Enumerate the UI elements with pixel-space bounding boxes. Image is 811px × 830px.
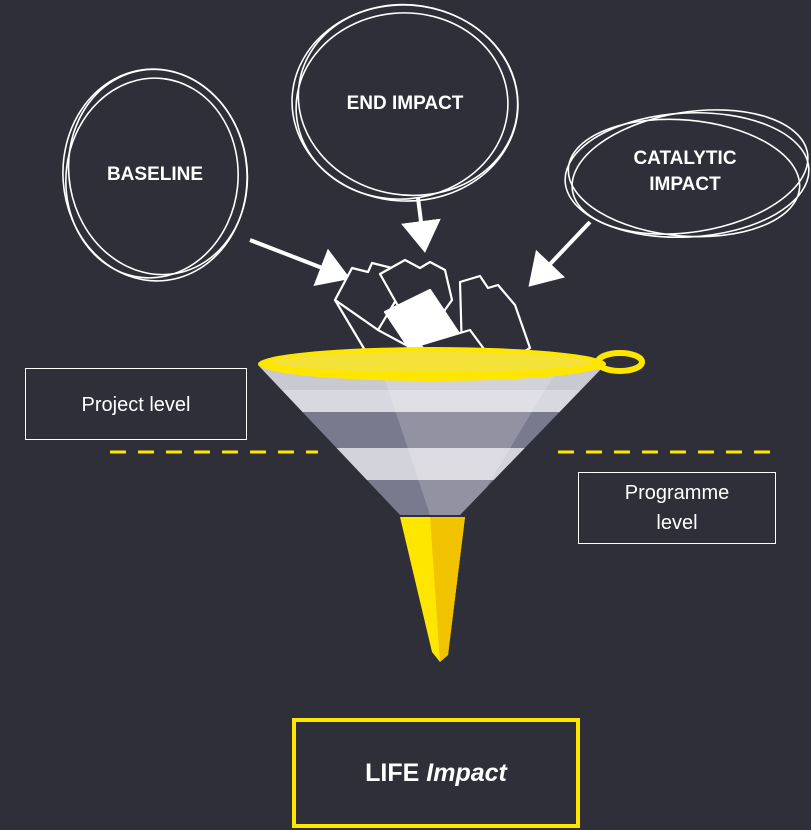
programme-level-box: Programme level — [578, 472, 776, 544]
catalytic-impact-label: CATALYTIC IMPACT — [600, 146, 770, 198]
life-impact-prefix: LIFE — [365, 758, 420, 787]
catalytic-impact-bubble — [564, 109, 810, 239]
life-impact-box: LIFE Impact — [292, 718, 580, 828]
programme-level-line-2: level — [656, 512, 698, 534]
end-impact-bubble — [291, 3, 519, 202]
baseline-bubble — [62, 68, 249, 282]
programme-level-line-1: Programme — [624, 482, 730, 504]
catalytic-line-1: CATALYTIC — [633, 148, 737, 169]
baseline-arrow — [249, 238, 351, 286]
project-level-label: Project level — [81, 394, 191, 416]
baseline-label: BASELINE — [106, 164, 204, 185]
end-impact-arrow — [401, 197, 441, 253]
life-impact-emphasis: Impact — [426, 758, 507, 787]
catalytic-arrow — [528, 220, 592, 287]
funnel-handle — [595, 350, 645, 374]
catalytic-line-2: IMPACT — [649, 174, 721, 195]
end-impact-label: END IMPACT — [346, 93, 464, 114]
project-level-box: Project level — [25, 368, 247, 440]
